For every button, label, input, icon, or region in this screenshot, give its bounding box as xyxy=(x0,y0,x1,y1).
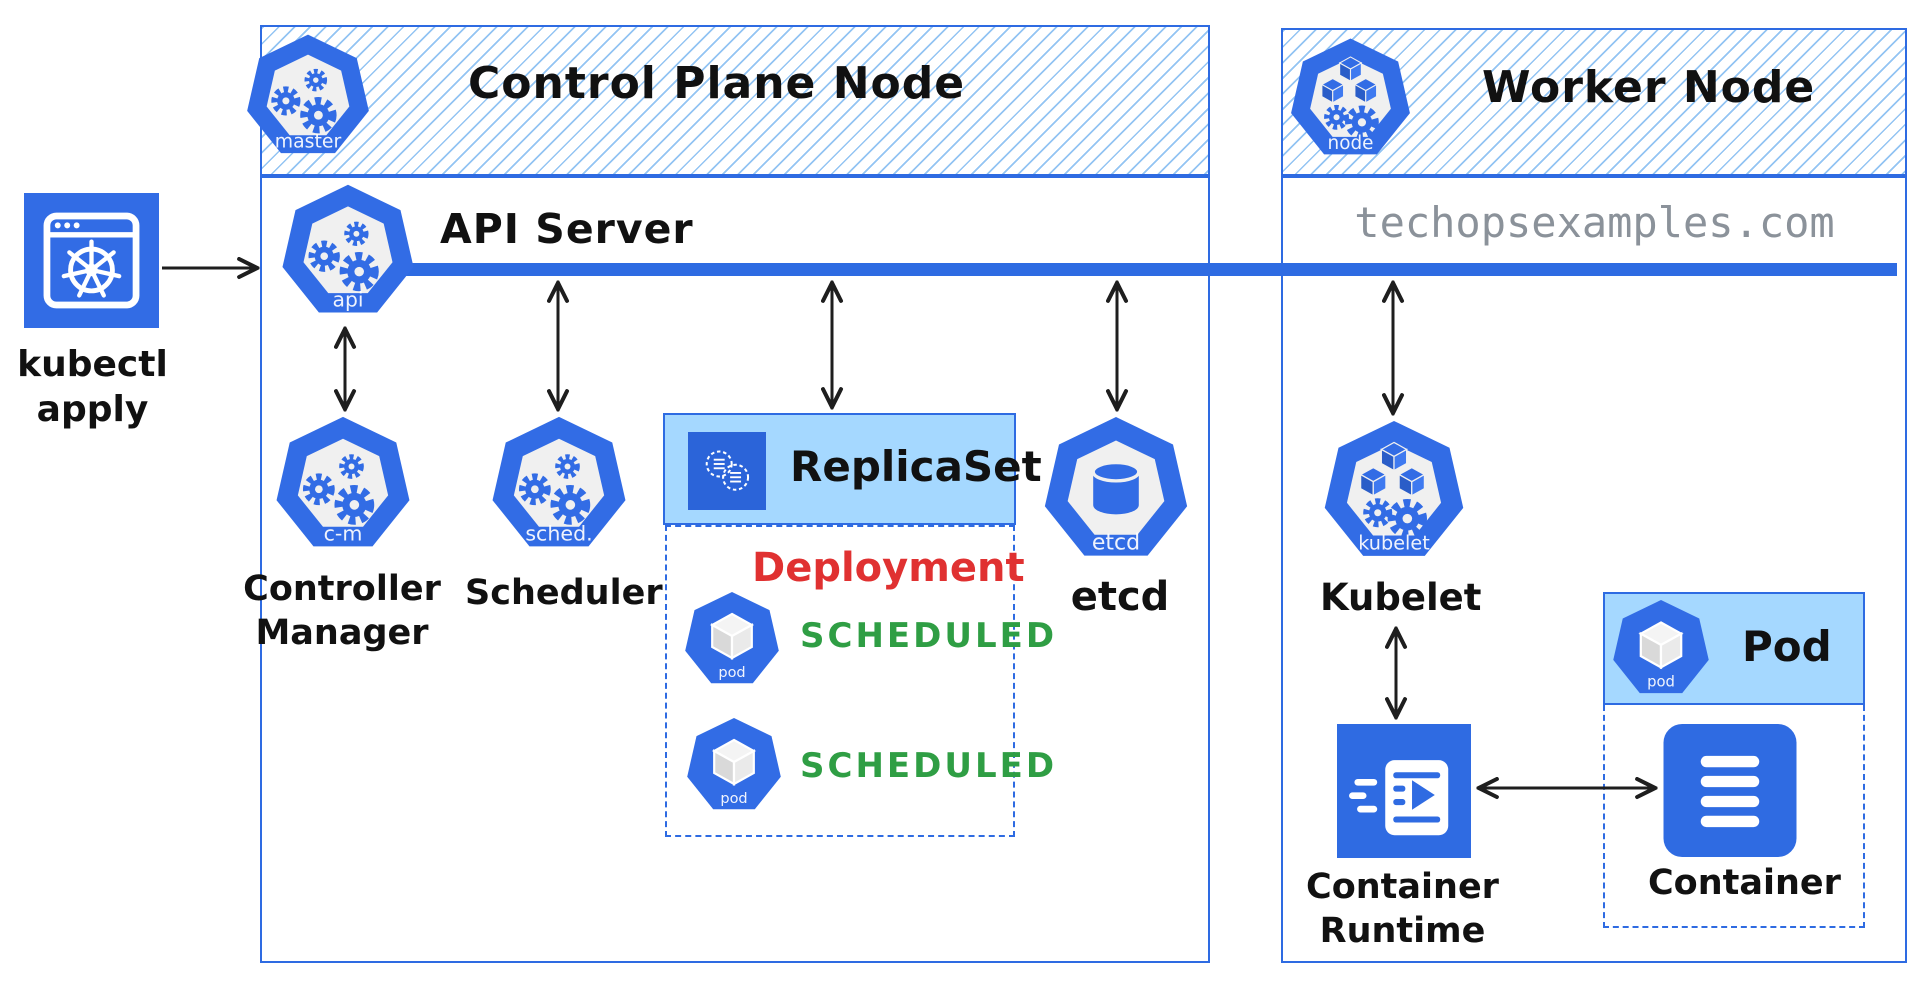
pod-badge: pod xyxy=(1647,674,1675,691)
replicaset-label: ReplicaSet xyxy=(790,442,1042,491)
worker-node-title: Worker Node xyxy=(1482,62,1816,113)
kubectl-label: kubectl apply xyxy=(17,344,168,430)
container-icon xyxy=(1663,724,1797,857)
kubelet-icon: kubelet xyxy=(1324,420,1464,556)
api-badge: api xyxy=(333,288,364,312)
control-plane-body xyxy=(260,176,1210,963)
replicaset-icon xyxy=(688,432,766,510)
etcd-label: etcd xyxy=(1070,574,1170,620)
kubelet-badge: kubelet xyxy=(1358,532,1430,555)
controller-manager-label: Controller Manager xyxy=(243,569,441,653)
control-plane-header xyxy=(260,25,1210,176)
pod-badge: pod xyxy=(718,665,745,681)
pod-badge: pod xyxy=(720,791,747,807)
etcd-badge: etcd xyxy=(1092,530,1140,555)
api-server-label: API Server xyxy=(440,205,694,253)
deployment-pod-1-icon: pod xyxy=(685,592,779,684)
controller-manager-badge: c-m xyxy=(324,521,363,545)
scheduler-badge: sched. xyxy=(525,521,592,545)
node-icon: node xyxy=(1291,38,1410,155)
api-server-icon: api xyxy=(282,184,414,313)
deployment-box xyxy=(665,525,1015,837)
master-badge: master xyxy=(275,132,342,153)
node-badge: node xyxy=(1328,133,1374,154)
deployment-pod-2-icon: pod xyxy=(687,718,781,810)
pod-status-scheduled-2: SCHEDULED xyxy=(800,746,1058,786)
scheduler-icon: sched. xyxy=(492,416,626,547)
controller-manager-icon: c-m xyxy=(276,416,410,547)
pod-box-icon: pod xyxy=(1613,600,1709,694)
container-label: Container xyxy=(1648,863,1841,903)
worker-node-header xyxy=(1281,28,1907,176)
etcd-icon: etcd xyxy=(1044,417,1188,556)
api-server-bus-line xyxy=(400,263,1897,276)
watermark-domain: techopsexamples.com xyxy=(1354,198,1835,247)
master-icon: master xyxy=(247,34,369,154)
scheduler-label: Scheduler xyxy=(465,573,663,613)
kubectl-icon xyxy=(24,193,159,328)
kubelet-label: Kubelet xyxy=(1320,576,1482,619)
container-runtime-label: Container Runtime xyxy=(1306,867,1499,951)
container-runtime-icon xyxy=(1337,724,1471,858)
kubernetes-wheel-glyph xyxy=(61,239,122,298)
pod-box-label: Pod xyxy=(1742,622,1832,671)
pod-status-scheduled-1: SCHEDULED xyxy=(800,616,1058,656)
deployment-label: Deployment xyxy=(752,545,1025,591)
pod-sandbox-dashed-box xyxy=(1603,705,1865,928)
control-plane-title: Control Plane Node xyxy=(468,58,966,109)
